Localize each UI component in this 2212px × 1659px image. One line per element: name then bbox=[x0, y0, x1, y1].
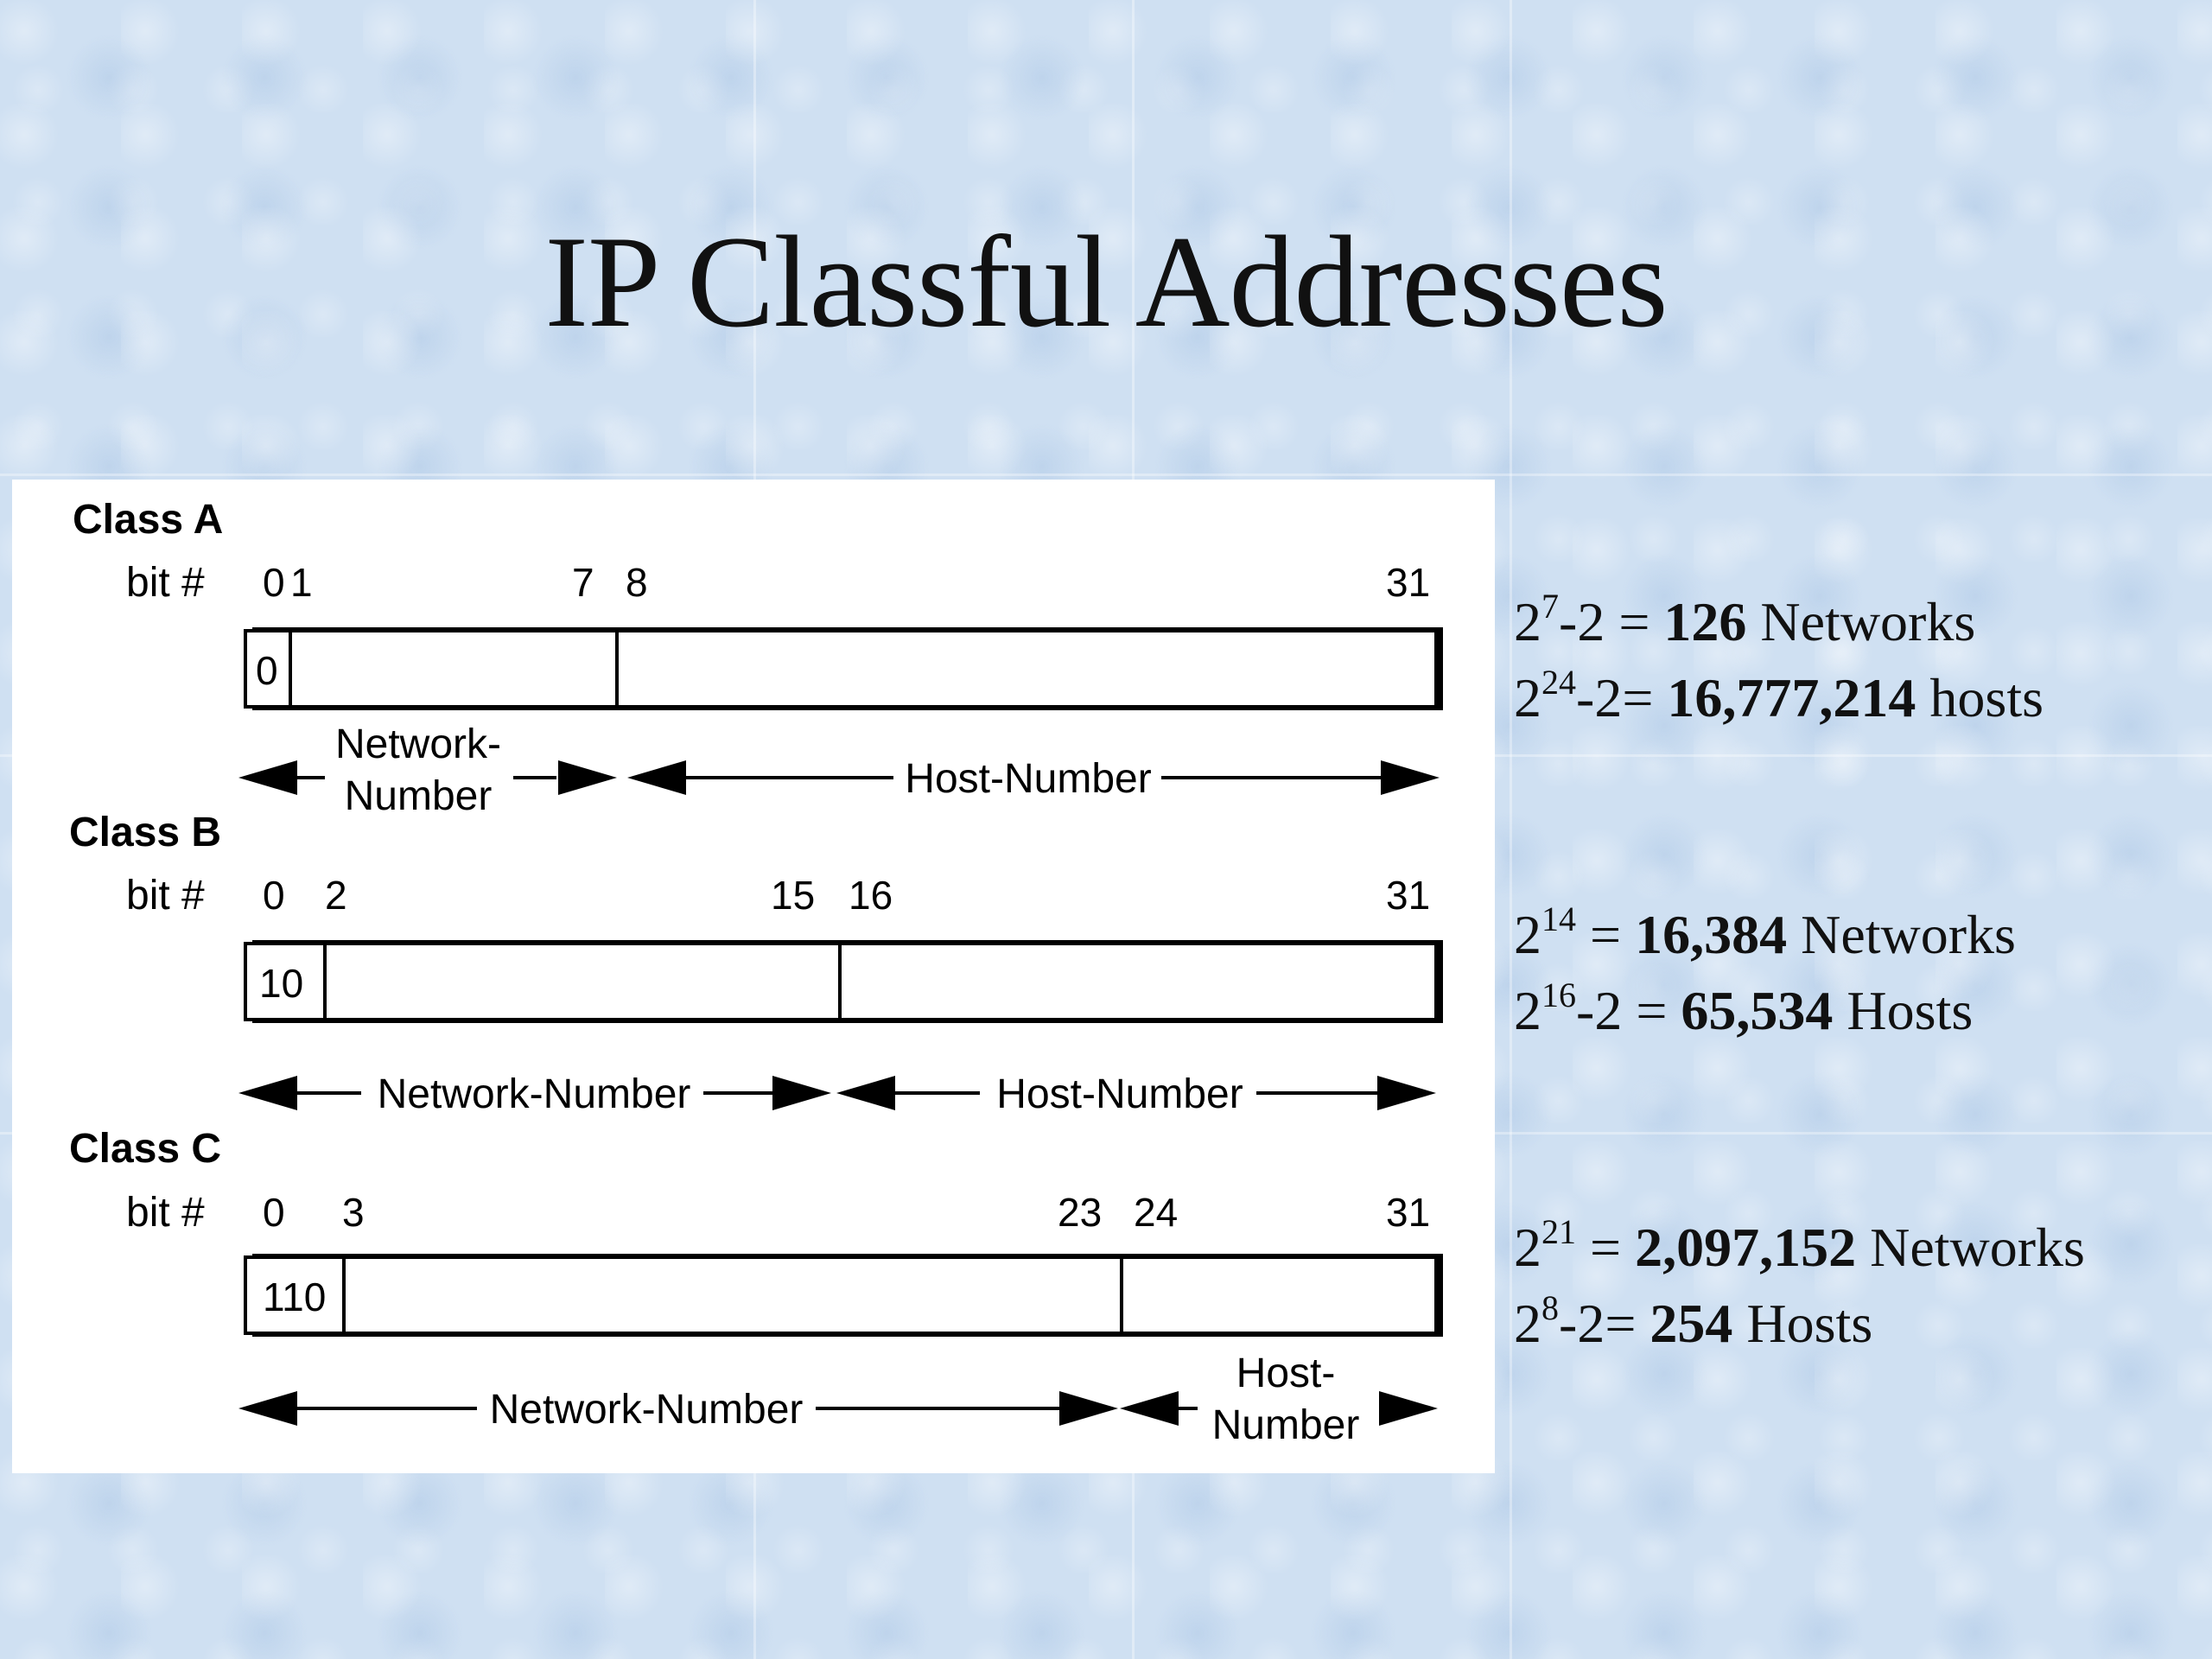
class-c-host-label: Host- bbox=[1236, 1351, 1336, 1396]
class-b-network-right-arrow bbox=[772, 1076, 831, 1110]
class-c-networks-formula: 221 = 2,097,152 Networks bbox=[1514, 1212, 2085, 1289]
class-b-formulas: 214 = 16,384 Networks 216-2 = 65,534 Hos… bbox=[1514, 899, 2016, 1052]
class-a-formulas: 27-2 = 126 Networks 224-2= 16,777,214 ho… bbox=[1514, 587, 2044, 740]
formula-unit: Hosts bbox=[1732, 1293, 1873, 1354]
class-a-prefix-bits: 0 bbox=[256, 648, 278, 693]
formula-value: 16,384 bbox=[1635, 904, 1788, 965]
formula-base: 2 bbox=[1514, 591, 1541, 652]
class-a-network-label: Number bbox=[345, 773, 493, 819]
class-b-networks-formula: 214 = 16,384 Networks bbox=[1514, 899, 2016, 976]
address-class-diagram: Class A bit # 0 1 7 8 31 0 Network- Numb… bbox=[12, 480, 1495, 1473]
class-b-label: Class B bbox=[69, 810, 221, 855]
class-c-network-label: Network-Number bbox=[490, 1387, 804, 1433]
formula-base: 2 bbox=[1514, 667, 1541, 728]
formula-value: 254 bbox=[1649, 1293, 1733, 1354]
class-c-bit-23: 23 bbox=[1058, 1190, 1102, 1235]
class-a-networks-formula: 27-2 = 126 Networks bbox=[1514, 587, 2044, 664]
formula-rest: -2= bbox=[1576, 667, 1668, 728]
class-c-section: Class C bit # 0 3 23 24 31 110 Network-N… bbox=[69, 1126, 1443, 1448]
class-a-host-right-arrow bbox=[1381, 760, 1440, 795]
class-a-bit-1: 1 bbox=[290, 560, 313, 605]
diagram-canvas: Class A bit # 0 1 7 8 31 0 Network- Numb… bbox=[69, 497, 1443, 1448]
class-b-section: Class B bit # 0 2 15 16 31 10 Network-Nu… bbox=[69, 810, 1443, 1117]
class-c-bit-3: 3 bbox=[342, 1190, 365, 1235]
class-b-bit-31: 31 bbox=[1386, 873, 1430, 918]
formula-unit: Networks bbox=[1787, 904, 2016, 965]
class-b-bit-label: bit # bbox=[126, 873, 205, 918]
class-b-host-right-arrow bbox=[1377, 1076, 1436, 1110]
formula-rest: = bbox=[1576, 1217, 1636, 1278]
formula-rest: -2 = bbox=[1576, 980, 1681, 1041]
formula-base: 2 bbox=[1514, 904, 1541, 965]
formula-rest: -2 = bbox=[1559, 591, 1664, 652]
slide-title: IP Classful Addresses bbox=[544, 209, 1668, 354]
background-seam bbox=[1510, 0, 1512, 1659]
class-c-register bbox=[244, 1255, 1438, 1335]
class-a-bit-label: bit # bbox=[126, 560, 205, 606]
formula-unit: Networks bbox=[1856, 1217, 2085, 1278]
class-b-hosts-formula: 216-2 = 65,534 Hosts bbox=[1514, 976, 2016, 1052]
formula-rest: -2= bbox=[1559, 1293, 1650, 1354]
class-c-prefix-bits: 110 bbox=[263, 1274, 326, 1319]
class-a-label: Class A bbox=[73, 497, 223, 543]
formula-value: 126 bbox=[1663, 591, 1747, 652]
formula-unit: hosts bbox=[1916, 667, 2044, 728]
class-b-network-left-arrow bbox=[238, 1076, 297, 1110]
class-a-hosts-formula: 224-2= 16,777,214 hosts bbox=[1514, 663, 2044, 740]
formula-exponent: 14 bbox=[1541, 899, 1576, 938]
class-b-prefix-bits: 10 bbox=[259, 961, 303, 1006]
class-b-network-label: Network-Number bbox=[378, 1071, 691, 1117]
formula-exponent: 8 bbox=[1541, 1288, 1559, 1327]
formula-rest: = bbox=[1576, 904, 1636, 965]
class-a-bit-0: 0 bbox=[263, 560, 285, 605]
class-b-bit-15: 15 bbox=[771, 873, 815, 918]
class-c-hosts-formula: 28-2= 254 Hosts bbox=[1514, 1288, 2085, 1365]
class-c-bit-31: 31 bbox=[1386, 1190, 1430, 1235]
class-b-bit-0: 0 bbox=[263, 873, 285, 918]
class-a-host-left-arrow bbox=[627, 760, 686, 795]
class-a-network-left-arrow bbox=[238, 760, 297, 795]
class-c-network-right-arrow bbox=[1059, 1391, 1118, 1426]
class-b-bit-16: 16 bbox=[849, 873, 893, 918]
formula-base: 2 bbox=[1514, 1217, 1541, 1278]
background-seam bbox=[0, 474, 2212, 476]
class-a-bit-7: 7 bbox=[572, 560, 594, 605]
formula-unit: Networks bbox=[1746, 591, 1976, 652]
formula-exponent: 24 bbox=[1541, 663, 1576, 702]
class-c-bit-24: 24 bbox=[1134, 1190, 1178, 1235]
class-c-host-left-arrow bbox=[1120, 1391, 1179, 1426]
class-a-network-right-arrow bbox=[558, 760, 617, 795]
class-a-network-label: Network- bbox=[335, 721, 501, 767]
formula-value: 16,777,214 bbox=[1667, 667, 1916, 728]
class-b-host-left-arrow bbox=[836, 1076, 895, 1110]
formula-base: 2 bbox=[1514, 1293, 1541, 1354]
class-c-bit-0: 0 bbox=[263, 1190, 285, 1235]
formula-exponent: 21 bbox=[1541, 1212, 1576, 1251]
formula-value: 2,097,152 bbox=[1635, 1217, 1857, 1278]
class-b-host-label: Host-Number bbox=[996, 1071, 1243, 1117]
class-c-host-label: Number bbox=[1212, 1402, 1360, 1448]
class-c-formulas: 221 = 2,097,152 Networks 28-2= 254 Hosts bbox=[1514, 1212, 2085, 1365]
formula-exponent: 16 bbox=[1541, 976, 1576, 1014]
class-c-host-right-arrow bbox=[1379, 1391, 1438, 1426]
class-c-bit-label: bit # bbox=[126, 1190, 205, 1236]
formula-base: 2 bbox=[1514, 980, 1541, 1041]
class-b-bit-2: 2 bbox=[325, 873, 347, 918]
class-a-section: Class A bit # 0 1 7 8 31 0 Network- Numb… bbox=[73, 497, 1443, 819]
formula-exponent: 7 bbox=[1541, 587, 1559, 626]
class-c-network-left-arrow bbox=[238, 1391, 297, 1426]
class-a-bit-31: 31 bbox=[1386, 560, 1430, 605]
formula-value: 65,534 bbox=[1681, 980, 1834, 1041]
formula-unit: Hosts bbox=[1833, 980, 1974, 1041]
class-a-register bbox=[244, 629, 1438, 709]
class-a-bit-8: 8 bbox=[626, 560, 648, 605]
class-a-host-label: Host-Number bbox=[905, 756, 1151, 802]
class-c-label: Class C bbox=[69, 1126, 221, 1172]
